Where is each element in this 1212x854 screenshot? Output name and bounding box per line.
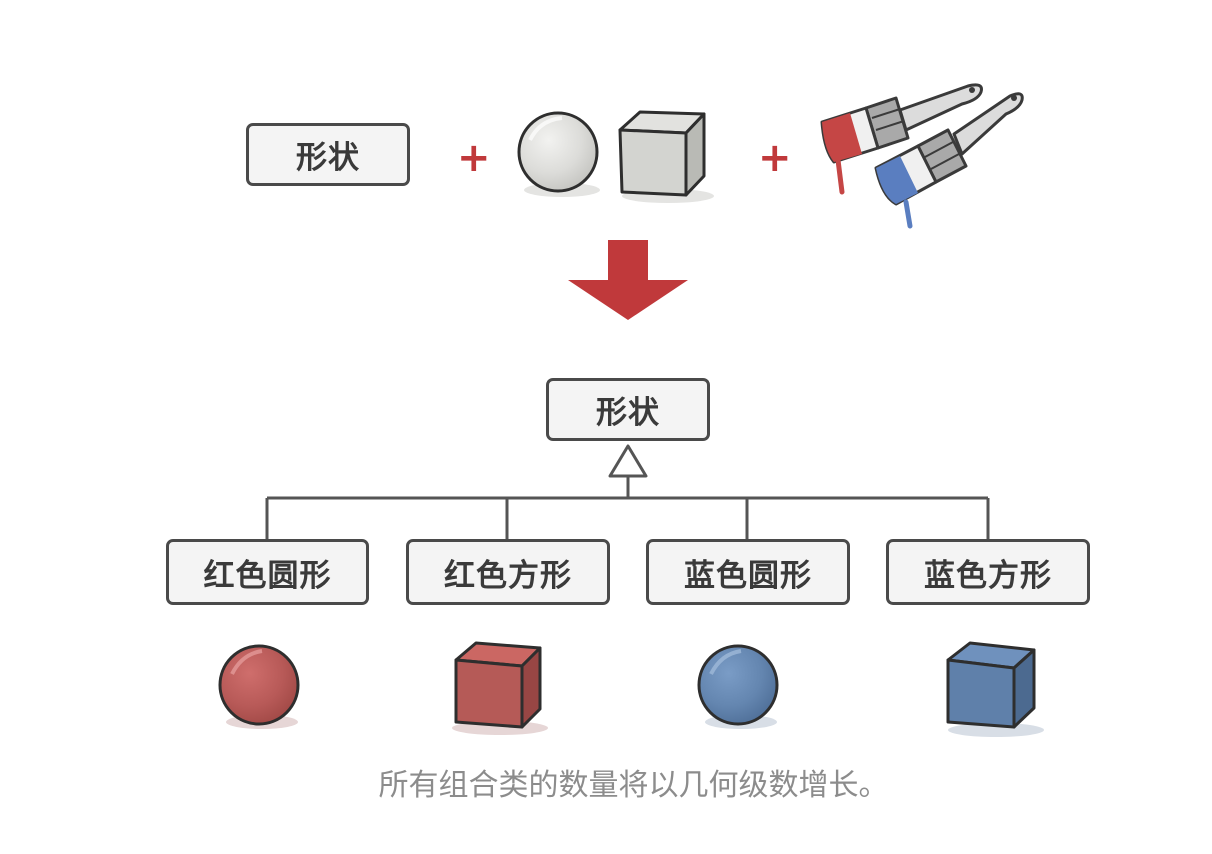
class-box-blue-square-label: 蓝色方形 <box>924 557 1052 594</box>
inheritance-connector <box>265 476 990 540</box>
class-box-red-square-label: 红色方形 <box>444 557 572 594</box>
class-box-red-circle-label: 红色圆形 <box>203 557 332 594</box>
inheritance-triangle-icon <box>608 444 648 478</box>
blue-paintbrush-icon <box>874 92 1024 229</box>
class-box-red-circle: 红色圆形 <box>166 539 369 605</box>
class-box-blue-circle-label: 蓝色圆形 <box>684 557 812 594</box>
shape-box-parent: 形状 <box>546 378 710 441</box>
red-cube-icon <box>452 641 548 735</box>
gray-cube-icon <box>618 110 714 203</box>
class-box-red-square: 红色方形 <box>406 539 610 605</box>
shape-box-top-label: 形状 <box>296 140 360 176</box>
red-sphere-icon <box>218 644 300 729</box>
gray-sphere-icon <box>517 111 600 197</box>
shape-box-top: 形状 <box>246 123 410 186</box>
shape-box-parent-label: 形状 <box>596 395 660 431</box>
plus-sign-2: + <box>758 135 792 181</box>
class-box-blue-circle: 蓝色圆形 <box>646 539 850 605</box>
down-arrow-icon <box>568 240 688 320</box>
class-box-blue-square: 蓝色方形 <box>886 539 1090 605</box>
red-paintbrush-icon <box>820 83 983 195</box>
blue-sphere-icon <box>697 644 779 729</box>
caption-text: 所有组合类的数量将以几何级数增长。 <box>378 768 889 803</box>
plus-sign-1: + <box>457 135 491 181</box>
blue-cube-icon <box>946 641 1044 737</box>
